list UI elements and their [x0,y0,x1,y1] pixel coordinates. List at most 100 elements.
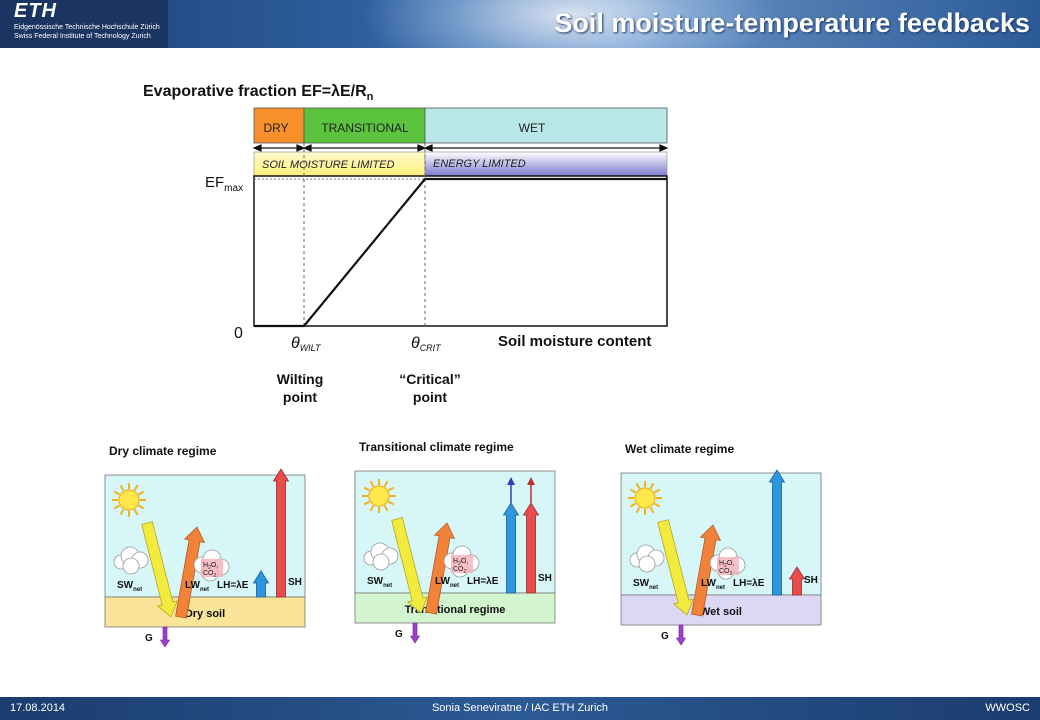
wet-co2-label: CO2 [719,568,733,577]
dry-sun-ray [113,490,120,496]
transitional-panel-title: Transitional climate regime [359,440,514,454]
zero-label: 0 [234,325,243,342]
dry-panel-title: Dry climate regime [109,444,217,458]
dry-h2o-label: H2O, [203,562,218,571]
dry-sh-label: SH [288,577,302,588]
dry-sun-ray [138,490,145,496]
wet-sun-ray [649,507,655,514]
regime-dry-bar [253,107,305,144]
dry-sun-ray [138,504,145,510]
dry-sh-arrow [272,468,290,598]
dry-ground-label: Dry soil [185,608,225,620]
transitional-sun-ray [369,505,375,512]
dry-sun-ray [133,509,139,516]
footer-author: Sonia Seneviratne / IAC ETH Zurich [431,702,609,714]
dry-lh-label: LH=λE [217,580,249,591]
dry-sun-ray [133,484,139,491]
regime-transitional-bar [303,107,426,144]
evaporative-fraction-curve [254,177,667,328]
wet-sun-ray [635,482,641,489]
wet-h2o-label: H2O, [719,560,734,569]
transitional-sun-icon [368,485,390,507]
transitional-sun-ray [363,500,370,506]
transitional-sh-label: SH [538,573,552,584]
footer-date: 17.08.2014 [10,702,66,714]
eth-logo: ETH Eidgenössische Technische Hochschule… [0,0,168,48]
dry-g-label: G [145,633,153,644]
evaporative-fraction-diagram: Evaporative fraction EF=λE/Rn DRY TRANSI… [104,83,822,648]
transitional-co2-label: CO2 [453,566,467,575]
wet-lw-arrow [691,524,722,617]
transitional-sun-ray [369,480,375,487]
critical-point-label-line2: point [413,389,448,405]
wet-sw-arrow [657,519,694,616]
dry-sun-icon [118,489,140,511]
wet-lh-label: LH=λE [733,578,765,589]
wet-lh-arrow [768,469,786,596]
dry-lw-arrow [175,526,206,619]
theta-wilt-label: θWILT [291,335,322,353]
wet-sh-label: SH [804,575,818,586]
dry-ground [104,596,306,628]
eth-logo-mark: ETH [14,0,57,22]
transitional-lw-arrow [425,522,456,615]
wet-ground-label: Wet soil [700,606,742,618]
theta-crit-label: θCRIT [411,335,442,353]
wet-sun-ray [654,488,661,494]
transitional-lw-net-label: LWnet [435,576,459,589]
wet-lw-net-label: LWnet [701,578,725,591]
wet-g-arrow [675,624,687,646]
regime-transitional-label: TRANSITIONAL [321,121,409,135]
transitional-lh-arrow [502,502,520,594]
dry-co2-label: CO2 [203,570,217,579]
dry-lh-arrow [252,570,270,598]
transitional-sun-ray [388,486,395,492]
transitional-sun-ray [383,505,389,512]
wilting-point-label-line2: point [283,389,318,405]
wet-sun-ray [629,502,636,508]
wet-vapour-box [717,557,739,575]
transitional-regime-panel: Transitional climate regimeTransitional … [354,440,556,644]
transitional-sw-arrow [391,517,428,614]
dry-sw-net-label: SWnet [117,580,142,593]
transitional-sun-ray [383,480,389,487]
wet-cloud-icon [638,555,656,573]
wet-sun-ray [649,482,655,489]
regime-wet-bar [424,107,668,144]
transitional-sun-ray [388,500,395,506]
header-glow [360,0,780,48]
wet-g-label: G [661,631,669,642]
transitional-vapour-box [451,555,473,573]
slide-header: ETH Eidgenössische Technische Hochschule… [0,0,1040,48]
diagram-title: Evaporative fraction EF=λE/Rn [143,83,374,103]
transitional-h2o-label: H2O, [453,558,468,567]
transitional-g-arrow [409,622,421,644]
dry-sun-ray [119,509,125,516]
regime-dry-label: DRY [263,121,288,135]
ef-max-label: EFmax [205,174,243,194]
wet-sw-net-label: SWnet [633,578,658,591]
wet-sh-arrow [788,566,806,596]
regime-arrows [252,144,669,152]
dry-sun-ray [119,484,125,491]
eth-logo-line-german: Eidgenössische Technische Hochschule Zür… [14,24,160,31]
wet-sun-ray [654,502,661,508]
transitional-cloud-icon [372,553,390,571]
footer-event: WWOSC [985,702,1030,714]
wet-sun-ray [629,488,636,494]
transitional-lh-thin-arrowhead [507,477,515,485]
transitional-sh-arrow [522,502,540,594]
critical-point-label-line1: “Critical” [399,371,460,387]
transitional-sh-thin-arrowhead [527,477,535,485]
soil-moisture-limited-label: SOIL MOISTURE LIMITED [262,159,394,171]
wet-ground [620,594,822,626]
dry-cloud-icon [122,557,140,575]
energy-limited-label: ENERGY LIMITED [433,158,526,170]
transitional-sun-ray [363,486,370,492]
dry-vapour-box [201,559,223,577]
dry-sw-arrow [141,521,178,618]
dry-sun-ray [113,504,120,510]
transitional-sw-net-label: SWnet [367,576,392,589]
